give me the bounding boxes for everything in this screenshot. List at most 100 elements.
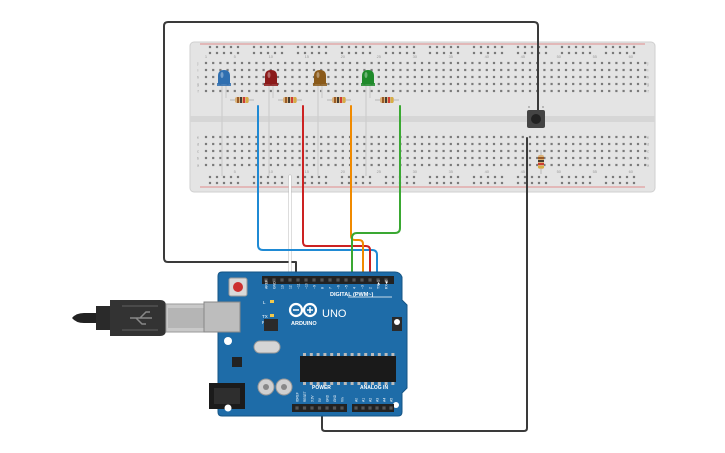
breadboard-hole (363, 61, 366, 65)
pushbutton-cap[interactable] (531, 114, 541, 124)
header-pin[interactable] (328, 278, 332, 282)
power-header-pin[interactable] (317, 406, 322, 410)
arduino-reset-cap[interactable] (233, 282, 243, 292)
header-pin[interactable] (344, 278, 348, 282)
pulldown-resistor[interactable] (538, 150, 544, 174)
breadboard-hole (521, 135, 524, 139)
analog-header-pin[interactable] (361, 406, 365, 410)
breadboard-hole (341, 61, 344, 65)
wire-black-ground-loop[interactable] (163, 21, 539, 277)
column-number: 25 (377, 169, 382, 174)
power-header-pin[interactable] (302, 406, 307, 410)
rail-hole (384, 175, 388, 179)
led-dome[interactable] (362, 70, 374, 84)
led-green[interactable] (361, 70, 375, 176)
arduino-digital-header[interactable] (262, 276, 394, 284)
header-pin[interactable] (272, 278, 276, 282)
analog-header-pin[interactable] (389, 406, 393, 410)
breadboard-hole (240, 142, 244, 146)
power-header-pin[interactable] (310, 406, 314, 410)
usb-cable-end (72, 313, 96, 323)
rail-hole (303, 175, 307, 179)
rail-hole (544, 51, 548, 55)
header-pin[interactable] (320, 278, 324, 282)
led-dome[interactable] (314, 70, 326, 84)
breadboard-hole (226, 149, 229, 153)
rail-hole (530, 51, 534, 55)
column-number: 45 (521, 169, 526, 174)
bottom-header-pins[interactable] (295, 406, 393, 410)
led-resistor-1[interactable] (230, 97, 254, 103)
wires[interactable] (163, 21, 539, 432)
breadboard-hole (269, 149, 272, 153)
header-pin[interactable] (384, 278, 388, 282)
resistor-band (285, 97, 287, 103)
power-header-pin[interactable] (325, 406, 329, 410)
digital-header-pins[interactable] (264, 278, 388, 282)
power-header-pin[interactable] (340, 406, 344, 410)
led-blue[interactable] (217, 70, 231, 176)
breadboard-hole (608, 75, 611, 79)
breadboard-hole (392, 89, 395, 93)
analog-header-pin[interactable] (354, 406, 358, 410)
breadboard-hole (593, 61, 596, 65)
header-pin[interactable] (352, 278, 356, 282)
rail-hole (442, 181, 446, 185)
header-pin[interactable] (288, 278, 292, 282)
usb-cable[interactable] (72, 300, 207, 336)
breadboard-hole (298, 61, 301, 65)
analog-header-pin[interactable] (382, 406, 386, 410)
breadboard-hole (478, 82, 481, 86)
rail-hole (236, 175, 240, 179)
arduino-usb-port[interactable] (203, 301, 241, 333)
wire-green-led4[interactable] (351, 105, 401, 277)
header-pin[interactable] (360, 278, 364, 282)
breadboard-hole (276, 156, 280, 160)
power-header-pin[interactable] (295, 406, 299, 410)
rail-hole (523, 181, 527, 185)
header-pin[interactable] (368, 278, 372, 282)
wire-black-button[interactable] (321, 137, 528, 432)
header-pin[interactable] (336, 278, 340, 282)
rail-hole (442, 45, 446, 49)
header-pin[interactable] (304, 278, 308, 282)
wire-blue-led1[interactable] (257, 105, 378, 277)
header-pin-label: 13 (281, 285, 285, 289)
header-pin[interactable] (296, 278, 300, 282)
breadboard-hole (320, 61, 323, 65)
led-dome[interactable] (218, 70, 230, 84)
rail-hole (208, 181, 212, 185)
header-pin[interactable] (264, 278, 268, 282)
rail-hole (310, 51, 314, 55)
breadboard-hole (636, 156, 640, 160)
arduino-analog-header[interactable] (352, 404, 394, 412)
led-amber[interactable] (313, 70, 327, 176)
breadboard-hole (298, 163, 301, 167)
breadboard-hole (536, 142, 539, 146)
breadboard-hole (312, 156, 316, 160)
power-header-pin[interactable] (332, 406, 337, 410)
led-resistor-3[interactable] (327, 97, 351, 103)
pushbutton[interactable] (527, 106, 545, 128)
led-resistor-2[interactable] (278, 97, 302, 103)
breadboard-hole (644, 82, 647, 86)
analog-header-pin[interactable] (368, 406, 372, 410)
resistor-group[interactable] (230, 97, 544, 174)
header-pin[interactable] (312, 278, 316, 282)
breadboard-hole (320, 68, 323, 72)
header-pin[interactable] (280, 278, 284, 282)
breadboard-hole (233, 142, 236, 146)
led-resistor-4[interactable] (375, 97, 399, 103)
rail-hole (368, 175, 372, 179)
led-group[interactable] (217, 70, 375, 176)
wire-red-led2[interactable] (302, 105, 371, 277)
led-dome[interactable] (265, 70, 277, 84)
analog-header-pin[interactable] (375, 406, 379, 410)
breadboard[interactable]: 5510101515202025253030353540404545505055… (189, 41, 656, 193)
led-red[interactable] (264, 70, 278, 176)
breadboard-hole (471, 149, 474, 153)
header-pin[interactable] (376, 278, 380, 282)
